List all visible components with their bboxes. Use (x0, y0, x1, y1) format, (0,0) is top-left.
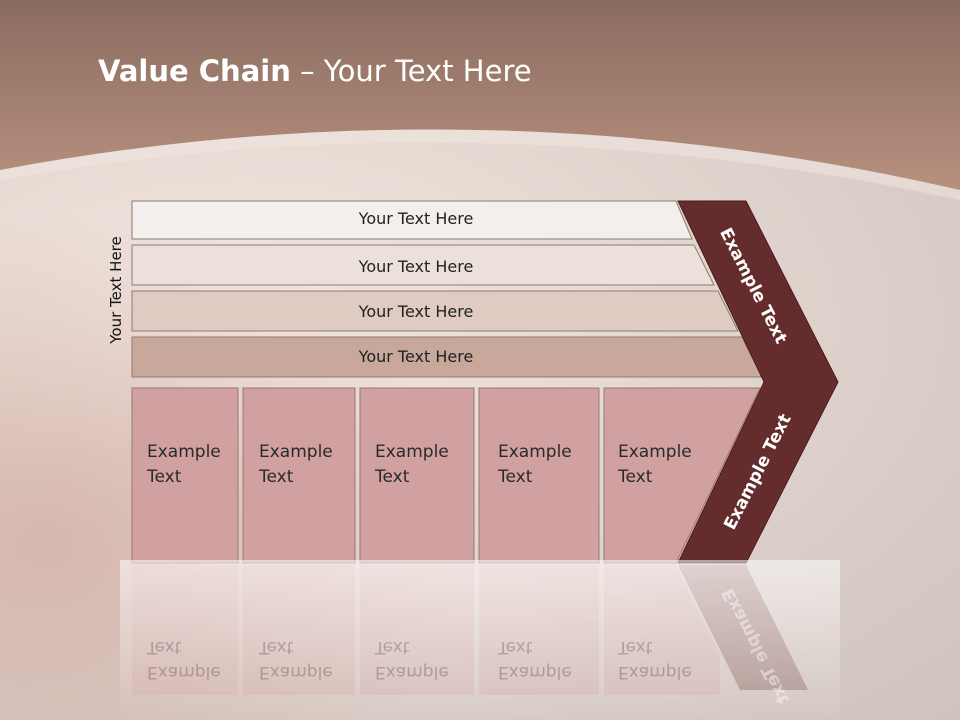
cell-line-1: Example (259, 442, 333, 462)
header-swoosh (0, 129, 960, 200)
cell-line-2: Text (259, 467, 294, 487)
primary-cell-1 (131, 387, 239, 564)
support-row-2 (131, 244, 715, 286)
refl-line-1: Example (147, 662, 221, 682)
cell-line-2: Text (375, 467, 410, 487)
support-row-4-label: Your Text Here (358, 347, 474, 366)
reflection-text-3: Example Text (375, 634, 467, 684)
reflection-text-4: Example Text (498, 634, 590, 684)
refl-line-1: Example (375, 662, 449, 682)
support-row-3 (131, 290, 739, 332)
primary-cell-4 (478, 387, 600, 564)
title-rest: – Your Text Here (290, 54, 532, 88)
header-band (0, 0, 960, 190)
cell-line-1: Example (147, 442, 221, 462)
refl-line-1: Example (618, 662, 692, 682)
reflection-text-1: Example Text (147, 634, 239, 684)
primary-cell-2 (242, 387, 356, 564)
refl-line-1: Example (498, 662, 572, 682)
refl-line-1: Example (259, 662, 333, 682)
cell-line-1: Example (498, 442, 572, 462)
cell-line-1: Example (618, 442, 692, 462)
refl-line-2: Text (147, 637, 182, 657)
slide-title: Value Chain – Your Text Here (98, 54, 532, 88)
reflection-text-5: Example Text (618, 634, 710, 684)
refl-line-2: Text (498, 637, 533, 657)
cell-line-2: Text (147, 467, 182, 487)
primary-cell-3 (359, 387, 475, 564)
support-row-3-label: Your Text Here (358, 302, 474, 321)
title-bold: Value Chain (98, 54, 291, 88)
cell-line-1: Example (375, 442, 449, 462)
refl-line-2: Text (618, 637, 653, 657)
cell-line-2: Text (618, 467, 653, 487)
support-row-2-label: Your Text Here (358, 257, 474, 276)
support-row-1-label: Your Text Here (358, 209, 474, 228)
reflection-text-2: Example Text (259, 634, 351, 684)
cell-line-2: Text (498, 467, 533, 487)
refl-line-2: Text (259, 637, 294, 657)
support-row-1 (131, 200, 693, 240)
refl-line-2: Text (375, 637, 410, 657)
